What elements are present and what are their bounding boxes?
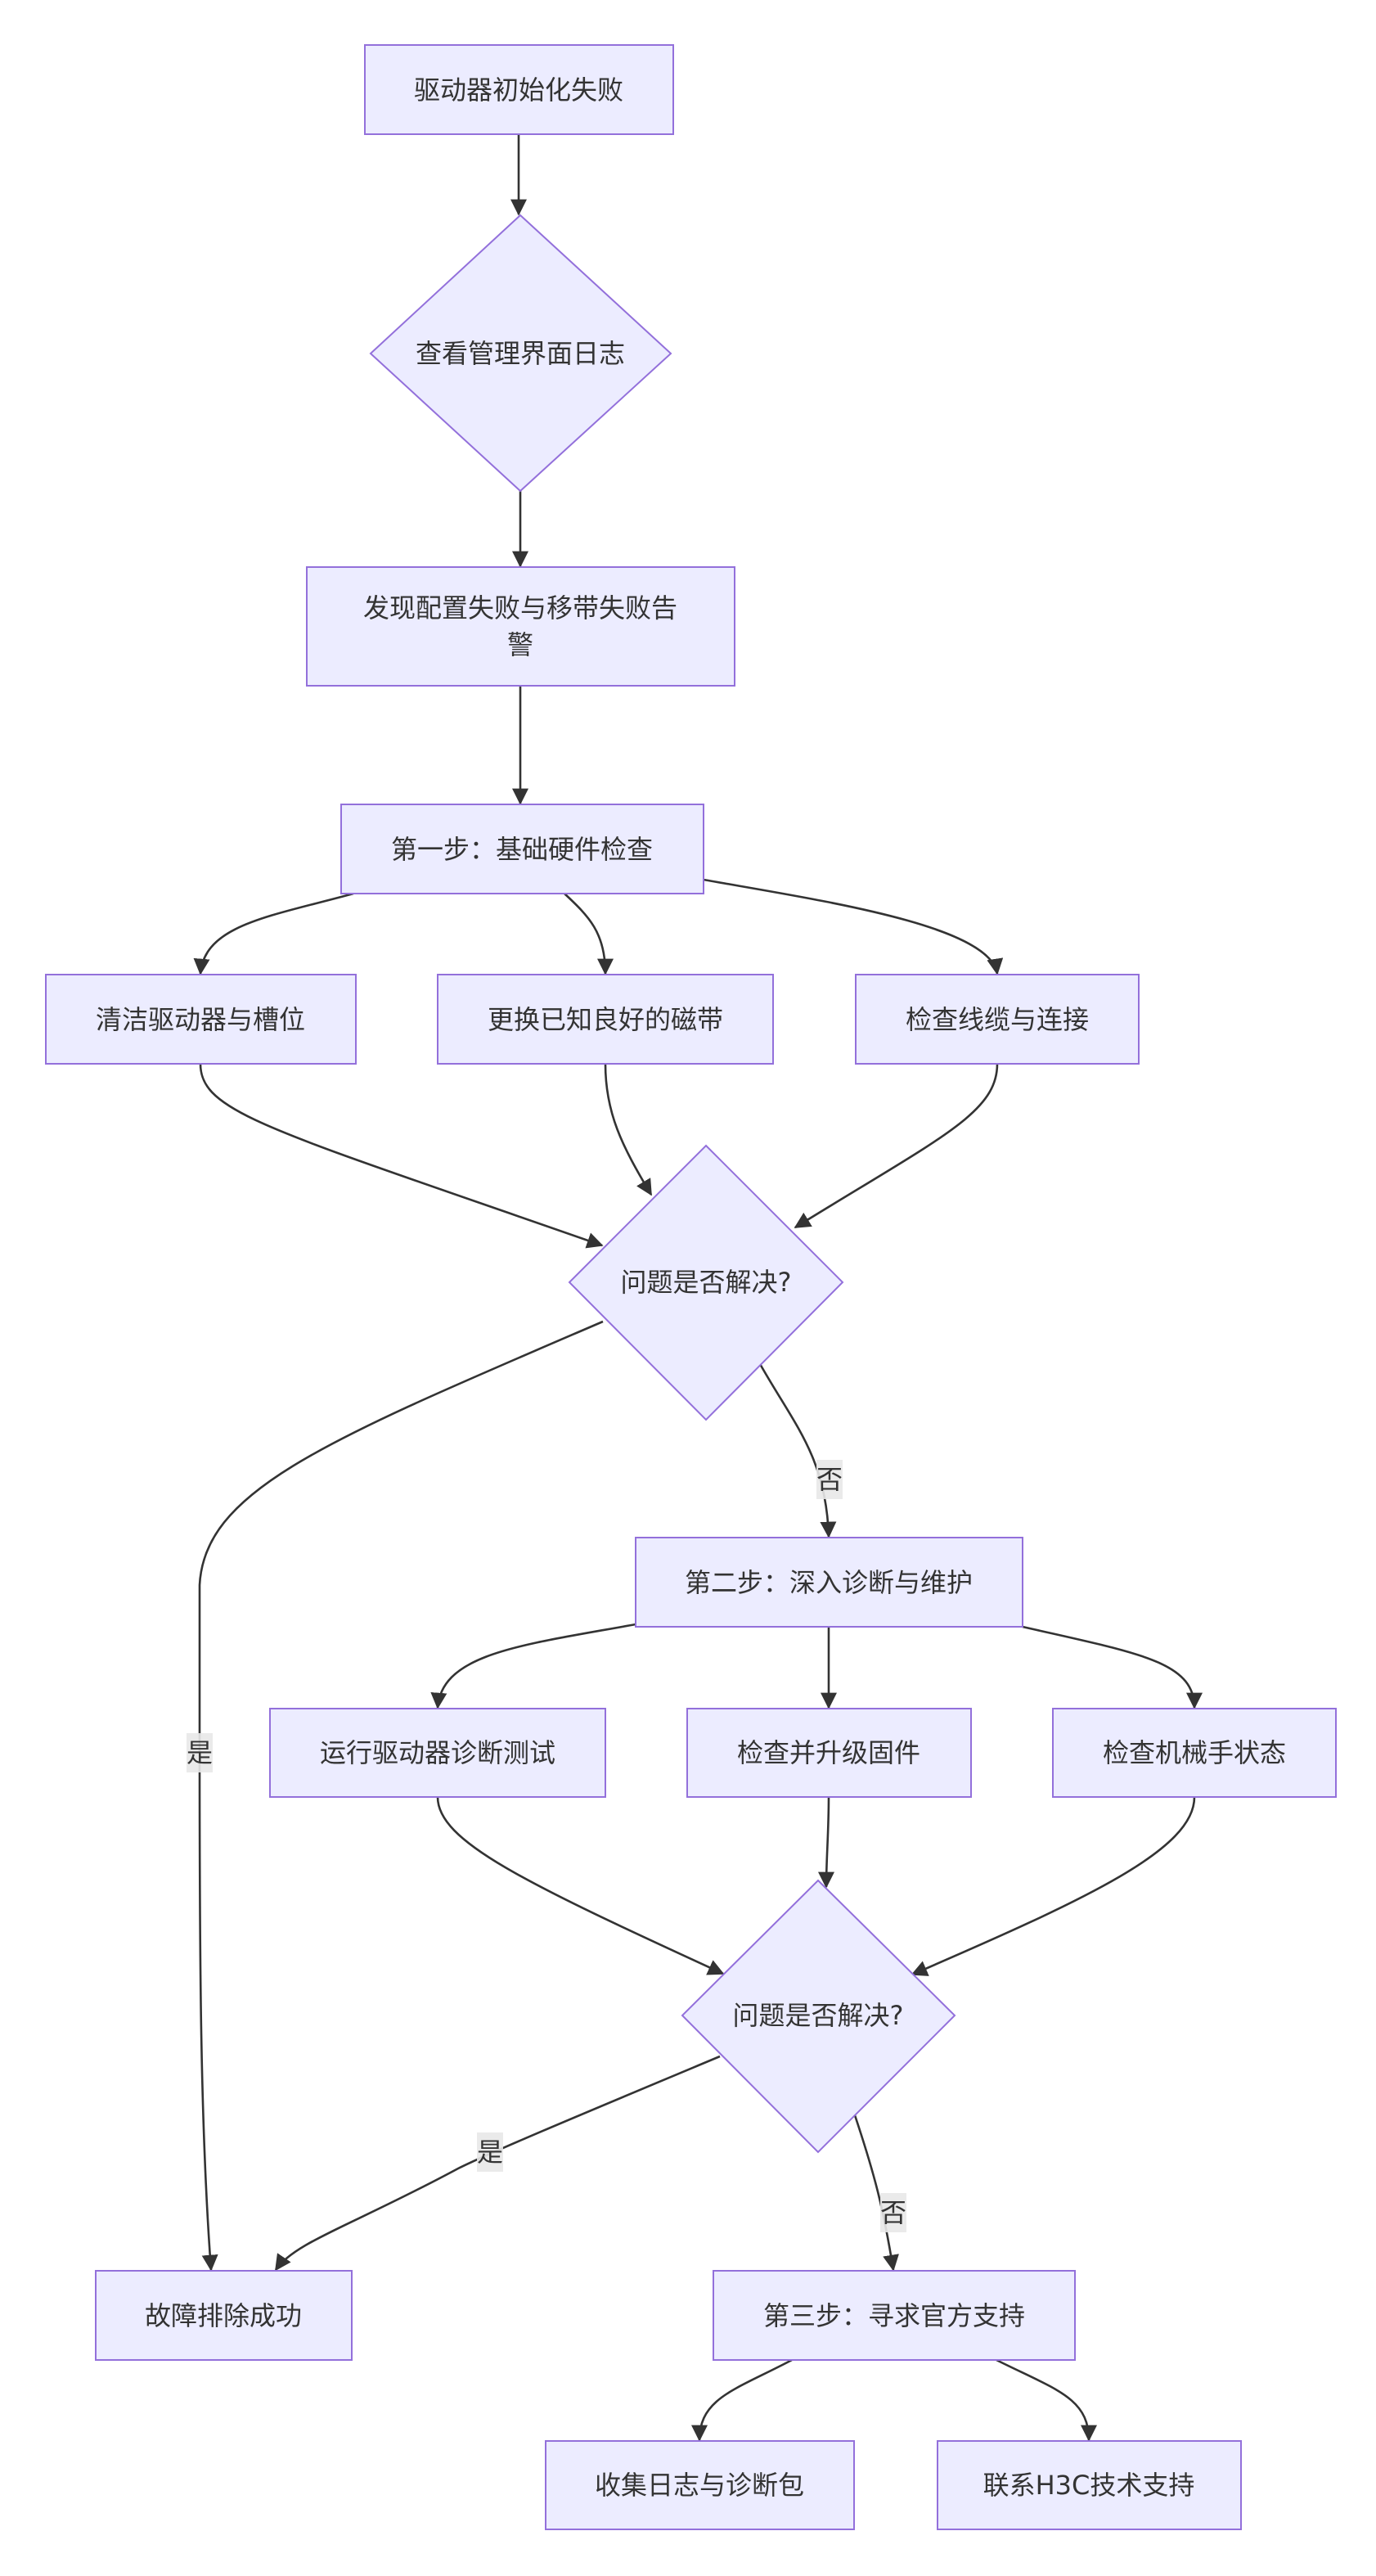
node-label: 查看管理界面日志 [416,338,625,369]
node-label: 驱动器初始化失败 [414,74,623,106]
node-label: 第二步：深入诊断与维护 [685,1567,973,1598]
edge-label-text: 是 [477,2137,503,2168]
edge-step2-to-check-robot [1022,1625,1203,1709]
edge-label-text: 否 [880,2197,906,2228]
edge-label-d1-no: 否 [816,1460,843,1499]
node-label: 检查并升级固件 [737,1737,920,1768]
edge-decision2-yes-to-success [274,2055,721,2272]
node-label: 第三步：寻求官方支持 [763,2300,1025,2331]
edge-clean-to-decision1 [199,1063,604,1249]
edge-step1-to-check-cable [703,878,1004,975]
edge-check-robot-to-decision2 [911,1796,1196,1976]
node-label: 收集日志与诊断包 [595,2470,804,2501]
node-found-alarm[interactable]: 发现配置失败与移带失败告 警 [306,566,735,687]
node-step2[interactable]: 第二步：深入诊断与维护 [635,1537,1023,1628]
edge-decision2-no-to-step3 [853,2114,899,2272]
node-step3[interactable]: 第三步：寻求官方支持 [713,2270,1076,2361]
node-step1[interactable]: 第一步：基础硬件检查 [340,804,704,894]
node-contact-h3c[interactable]: 联系H3C技术支持 [937,2440,1242,2530]
node-label: 问题是否解决? [733,2000,904,2031]
node-success[interactable]: 故障排除成功 [95,2270,353,2361]
edge-run-diag-to-decision2 [436,1796,725,1975]
node-label: 检查机械手状态 [1103,1737,1286,1768]
node-decision1[interactable]: 问题是否解决? [568,1144,844,1421]
node-label: 故障排除成功 [145,2300,302,2331]
edge-replace-tape-to-decision1 [604,1063,653,1196]
node-label: 运行驱动器诊断测试 [320,1737,555,1768]
edge-label-text: 否 [816,1464,843,1495]
node-label: 第一步：基础硬件检查 [391,834,653,865]
edge-step3-to-contact-h3c [996,2358,1097,2442]
edge-check-cable-to-decision1 [794,1063,999,1229]
node-decision2[interactable]: 问题是否解决? [681,1879,956,2154]
node-check-robot[interactable]: 检查机械手状态 [1052,1708,1337,1798]
node-label-line2: 警 [507,629,533,660]
node-label: 清洁驱动器与槽位 [96,1004,305,1035]
node-replace-tape[interactable]: 更换已知良好的磁带 [437,974,774,1065]
node-label: 检查线缆与连接 [906,1004,1089,1035]
edge-label-d2-yes: 是 [477,2132,503,2172]
node-start[interactable]: 驱动器初始化失败 [364,44,674,135]
edge-decision1-yes-to-success [198,1320,604,2272]
node-clean[interactable]: 清洁驱动器与槽位 [45,974,357,1065]
edge-label-d2-no: 否 [880,2193,906,2232]
node-label: 联系H3C技术支持 [983,2470,1195,2501]
edge-step1-to-replace-tape [564,893,614,975]
node-collect-logs[interactable]: 收集日志与诊断包 [545,2440,855,2530]
edge-step3-to-collect-logs [691,2358,793,2442]
edge-step1-to-clean [193,892,354,975]
node-check-cable[interactable]: 检查线缆与连接 [855,974,1140,1065]
node-run-diag[interactable]: 运行驱动器诊断测试 [269,1708,606,1798]
node-upgrade-fw[interactable]: 检查并升级固件 [686,1708,972,1798]
node-check-log-decision[interactable]: 查看管理界面日志 [369,214,672,493]
edges [193,134,1203,2442]
edge-upgrade-fw-to-decision2 [818,1796,835,1889]
node-label: 更换已知良好的磁带 [488,1004,723,1035]
edge-step2-to-run-diag [430,1623,636,1709]
node-label-line1: 发现配置失败与移带失败告 [363,592,677,624]
node-label: 问题是否解决? [621,1267,792,1298]
edge-label-text: 是 [187,1737,213,1768]
edge-label-d1-yes: 是 [187,1733,213,1772]
edge-decision1-no-to-step2 [758,1362,837,1538]
